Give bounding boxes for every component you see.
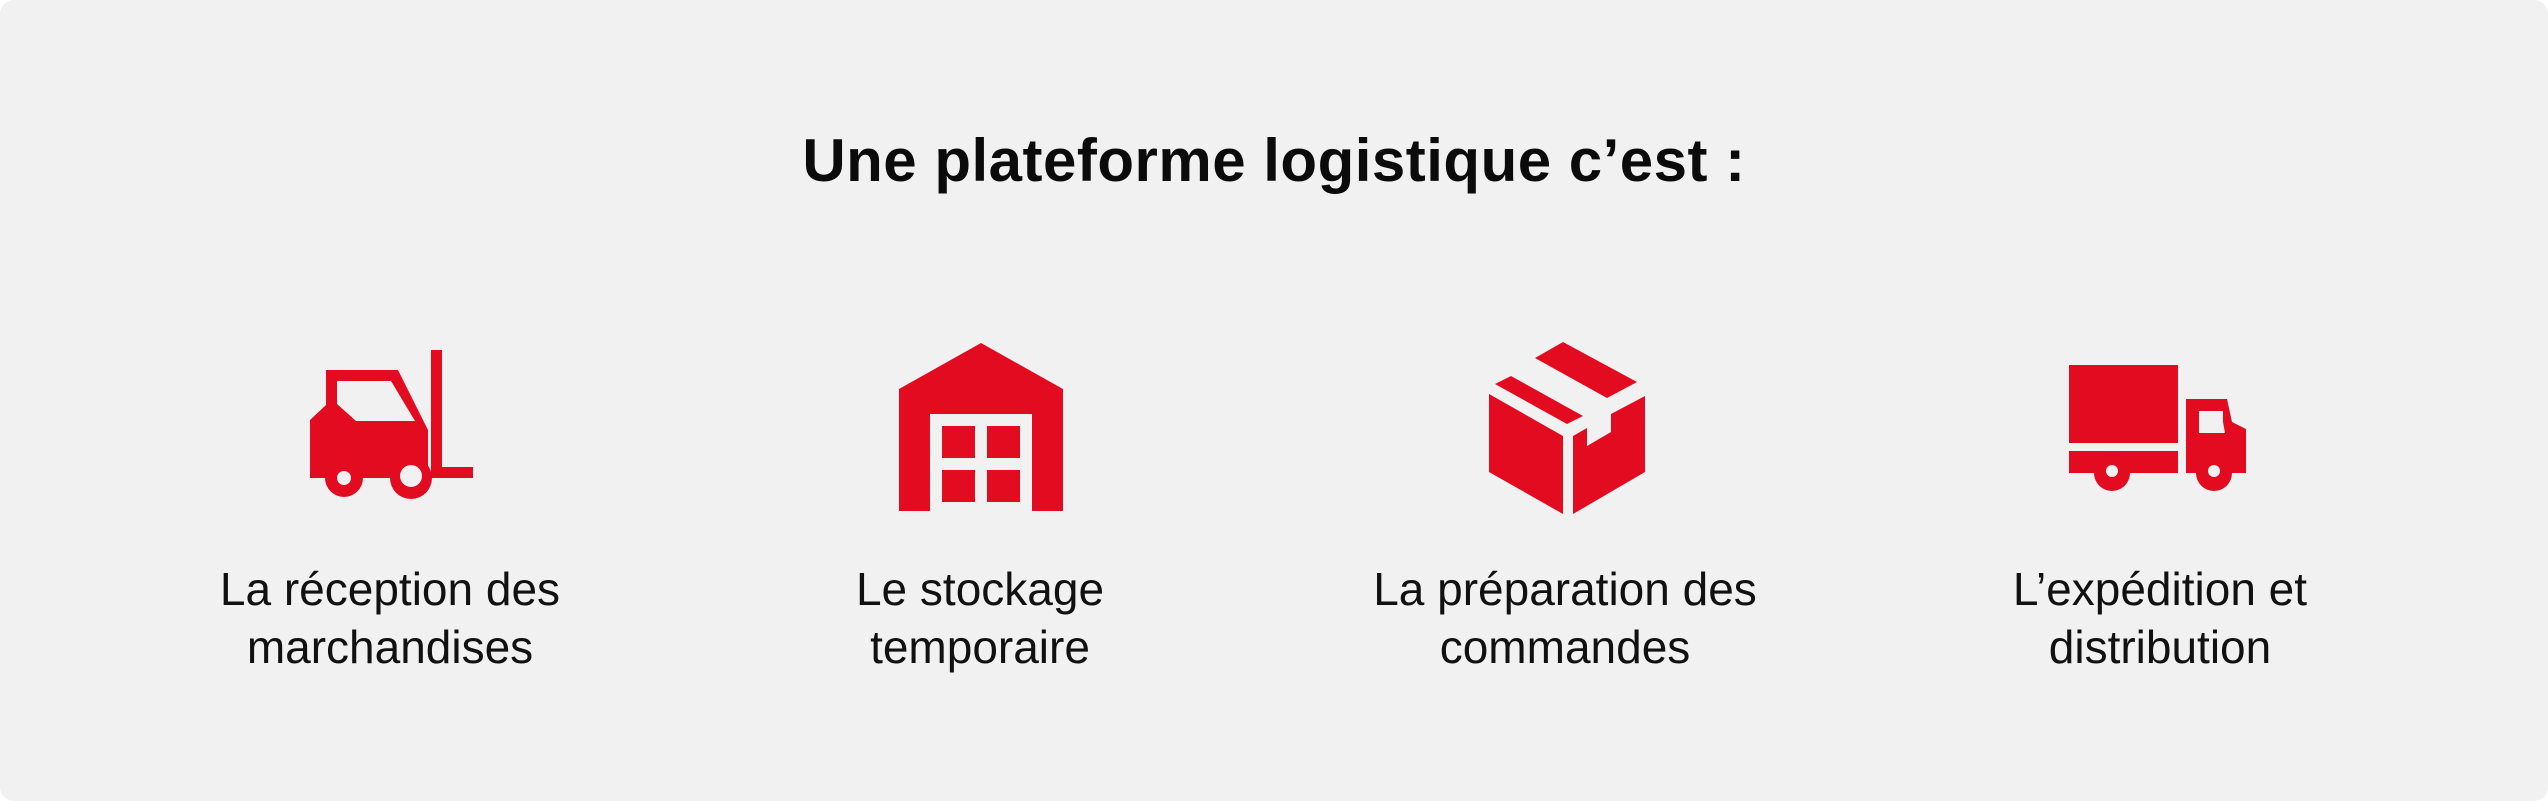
package-box-icon xyxy=(1487,342,1647,514)
step-label: La préparation des commandes xyxy=(1373,563,1757,673)
forklift-icon xyxy=(309,350,473,506)
step-label: La réception des marchandises xyxy=(219,563,561,673)
step-label: L’expédition et distribution xyxy=(2012,563,2308,673)
warehouse-icon xyxy=(897,343,1065,511)
step-label: Le stockage temporaire xyxy=(855,563,1105,673)
page-title: Une plateforme logistique c’est : xyxy=(802,127,1746,194)
delivery-truck-icon xyxy=(2069,365,2251,495)
